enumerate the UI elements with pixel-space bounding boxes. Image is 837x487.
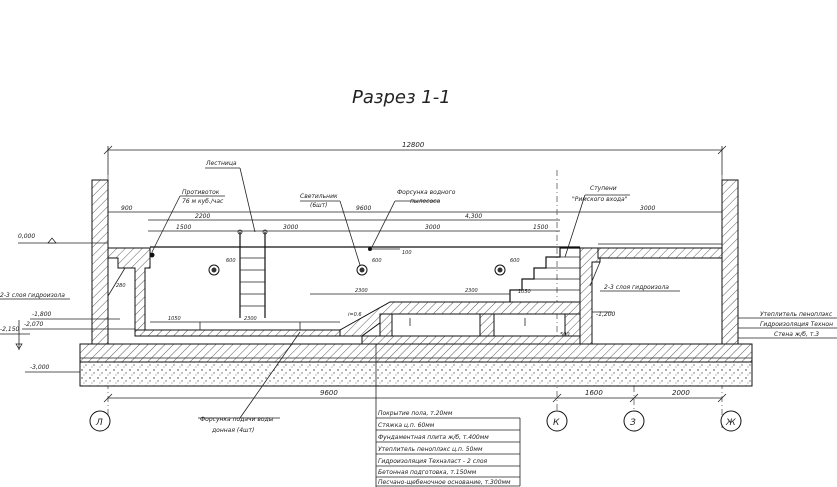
right-wall (721, 179, 739, 345)
dim-600-a: 600 (226, 258, 236, 264)
light-fixtures (208, 264, 506, 276)
pool-floor-lower (361, 335, 581, 345)
axis-K: К (553, 418, 560, 428)
level-minus-2150: -2,150 (0, 326, 20, 333)
drawing-title: Разрез 1-1 (352, 87, 451, 108)
pool-right-wall (579, 247, 601, 345)
pool-slope (339, 301, 581, 337)
dim-bottom-9600: 9600 (320, 389, 338, 397)
label-counterflow: Противоток (182, 189, 220, 196)
overall-dimension: 12800 (103, 141, 727, 175)
dim-600-b: 600 (372, 258, 382, 264)
label-feed-nozzle: Форсунка подачи воды (200, 416, 274, 423)
gravel-base (79, 361, 753, 387)
leader-lines (107, 167, 630, 297)
layer-5: Гидроизоляция Технэласт - 2 слоя (378, 458, 488, 465)
right-notes (738, 317, 837, 339)
note-wall: Стена ж/б, т.3 (774, 331, 819, 338)
upper-dimensions: 900 9600 3000 2200 4,300 1500 3000 3000 … (108, 205, 722, 232)
axis-Zh: Ж (725, 418, 736, 428)
level-0: 0,000 (18, 233, 35, 240)
counterflow-nozzle (149, 252, 155, 258)
layers-legend (375, 344, 521, 487)
label-waterproof-right: 2-3 слоя гидроизола (604, 284, 669, 291)
dim-2300-b: 2300 (355, 288, 368, 294)
label-vacuum-nozzle-sub: пылесоса (410, 198, 440, 205)
axis-L: Л (95, 418, 103, 428)
slope-label: i=0.6 (348, 312, 362, 318)
label-light-sub: (6шт) (310, 202, 327, 209)
label-ladder: Лестница (205, 160, 237, 167)
bottom-dimensions (103, 393, 727, 403)
dim-bottom-2000: 2000 (672, 389, 690, 397)
bottom-nozzles (199, 318, 526, 330)
label-feed-nozzle-sub: донная (4шт) (211, 427, 254, 434)
level-markers (0, 237, 612, 373)
label-counterflow-sub: 76 м куб./час (182, 198, 224, 205)
layer-2: Стяжка ц.п. 60мм (378, 422, 435, 429)
support-2 (479, 313, 495, 337)
dim-500: 500 (560, 332, 570, 338)
dim-1050-a: 1050 (168, 316, 181, 322)
axis-Z: З (630, 418, 636, 428)
note-waterproofing: Гидроизоляция Технон (760, 321, 833, 328)
dim-1500-right: 1500 (533, 224, 548, 231)
layer-3: Фундаментная плита ж/б, т.400мм (378, 434, 489, 441)
dim-3000-b: 3000 (425, 224, 440, 231)
note-insulation: Утеплитель пеноплэкс (760, 311, 833, 318)
dim-3000-a: 3000 (283, 224, 298, 231)
level-minus-3000: -3,000 (30, 364, 50, 371)
label-light: Светильник (300, 193, 338, 200)
dim-2300-a: 2300 (244, 316, 257, 322)
label-steps-sub: "Римского входа" (572, 196, 628, 203)
pool-floor-shallow (134, 321, 361, 337)
dim-2200: 2200 (195, 213, 210, 220)
dim-600-c: 600 (510, 258, 520, 264)
label-vacuum-nozzle: Форсунка водного (397, 189, 456, 196)
dim-100: 100 (402, 250, 412, 256)
dim-4300: 4,300 (465, 213, 482, 220)
label-steps: Ступени (590, 185, 617, 192)
dim-280: 280 (116, 283, 126, 289)
layer-1: Покрытие пола, т.20мм (378, 410, 453, 417)
ladder (237, 229, 268, 318)
dim-3000-right: 3000 (640, 205, 655, 212)
level-minus-1200: -1,200 (596, 311, 616, 318)
dim-900: 900 (121, 205, 133, 212)
pool-left-wall (107, 247, 151, 331)
axis-markers (89, 410, 742, 432)
layer-6: Бетонная подготовка, т.150мм (378, 469, 477, 476)
layer-4: Утеплитель пеноплэкс ц.п. 50мм (378, 446, 483, 453)
dim-2300-c: 2300 (465, 288, 478, 294)
label-waterproof-left: 2-3 слоя гидроизола (0, 292, 65, 299)
foundation-slab (79, 343, 753, 363)
layer-7: Песчано-щебеночное основание, т.300мм (378, 479, 511, 486)
dim-bottom-1600: 1600 (585, 389, 603, 397)
level-minus-1800: -1,800 (32, 311, 52, 318)
dim-12800: 12800 (402, 141, 425, 149)
level-minus-2070: -2,070 (24, 321, 44, 328)
support-1 (379, 313, 393, 337)
left-wall (91, 179, 109, 345)
dim-1500-left: 1500 (176, 224, 191, 231)
dim-9600-top: 9600 (356, 205, 371, 212)
dim-1050-b: 1050 (518, 289, 531, 295)
right-deck (597, 247, 723, 259)
